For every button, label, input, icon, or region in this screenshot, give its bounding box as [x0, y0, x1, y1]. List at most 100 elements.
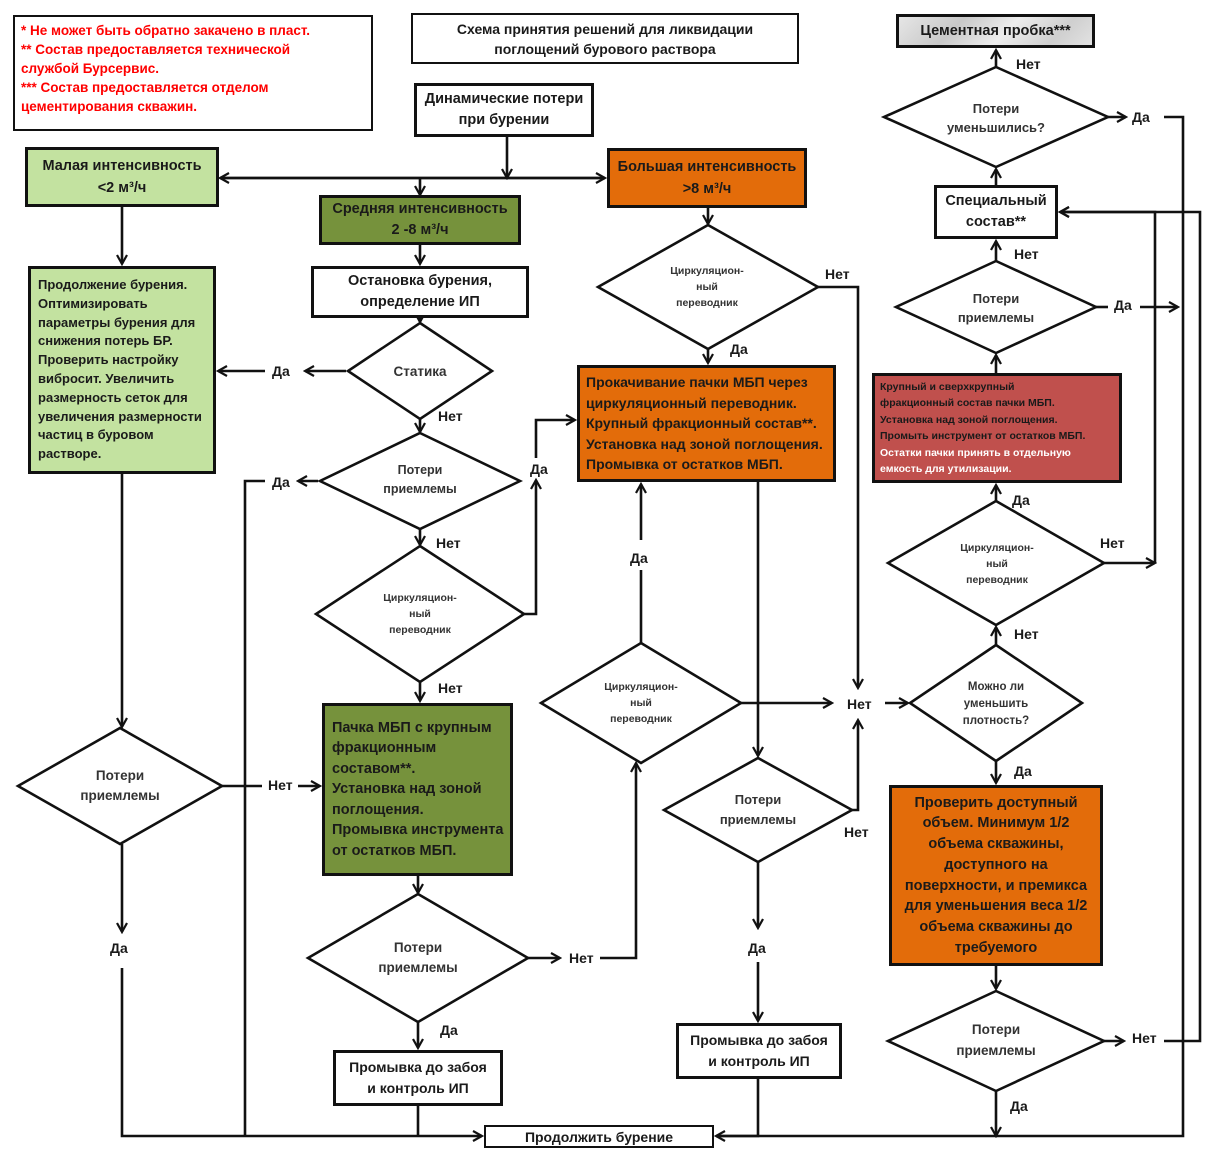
decision-circ-sub-high-2[interactable]: Циркуляцион- ный переводник — [586, 677, 696, 729]
decision-losses-acceptable-1[interactable]: Потери приемлемы — [370, 460, 470, 500]
node-text-highlight: Остатки пачки принять в отдельную — [880, 446, 1071, 459]
node-text: Установка над зоной поглощения. — [586, 435, 823, 452]
node-continue-drilling[interactable]: Продолжить бурение — [484, 1125, 714, 1148]
connector-37 — [716, 1079, 760, 1136]
label-yes: Да — [730, 341, 748, 357]
decision-text: переводник — [389, 624, 451, 636]
decision-losses-acceptable-high[interactable]: Потери приемлемы — [708, 790, 808, 830]
legend-line: службой Бурсервис. — [21, 61, 160, 76]
decision-text: Циркуляцион- — [383, 592, 457, 604]
node-text: Прокачивание пачки МБП через — [586, 374, 808, 391]
node-low-intensity[interactable]: Малая интенсивность <2 м³/ч — [25, 147, 219, 207]
decision-text: Потери — [971, 1022, 1021, 1037]
node-flush-to-bottom-left[interactable]: Промывка до забоя и контроль ИП — [333, 1050, 503, 1106]
title-line: Схема принятия решений для ликвидации — [456, 20, 754, 37]
connector-15 — [534, 420, 575, 458]
decision-text: Можно ли — [967, 680, 1025, 693]
node-text: Крупный и сверхкрупный — [880, 380, 1015, 393]
node-flush-to-bottom-right[interactable]: Промывка до забоя и контроль ИП — [676, 1023, 842, 1079]
decision-text: ный — [409, 608, 431, 620]
label-yes: Да — [748, 940, 766, 956]
connector-14 — [524, 480, 536, 616]
node-text: вибросит. Увеличить — [38, 371, 175, 386]
decision-circ-sub-right[interactable]: Циркуляцион- ный переводник — [942, 538, 1052, 590]
decision-text: Циркуляцион- — [670, 265, 744, 277]
node-continue-drilling-optimize[interactable]: Продолжение бурения. Оптимизировать пара… — [28, 266, 216, 474]
label-no: Нет — [438, 680, 463, 696]
node-text: состав** — [965, 214, 1027, 230]
connector-29 — [818, 285, 858, 688]
node-text: Продолжение бурения. — [38, 277, 188, 293]
label-yes: Да — [272, 474, 290, 490]
node-cement-plug[interactable]: Цементная пробка*** — [896, 14, 1095, 48]
node-check-volume[interactable]: Проверить доступный объем. Минимум 1/2 о… — [889, 785, 1103, 966]
decision-losses-acceptable-right-bottom[interactable]: Потери приемлемы — [946, 1020, 1046, 1060]
node-text-highlight: емкость для утилизации. — [880, 463, 1012, 475]
node-text: объема скважины до — [919, 918, 1073, 935]
diagram-title: Схема принятия решений для ликвидации по… — [411, 13, 799, 64]
node-medium-intensity[interactable]: Средняя интенсивность 2 -8 м³/ч — [319, 195, 521, 245]
connector-21 — [120, 968, 482, 1136]
decision-text: уменьшились? — [947, 120, 1045, 135]
node-text: поглощения. — [332, 801, 424, 818]
decision-text: Потери — [734, 792, 782, 807]
decision-circ-sub-medium[interactable]: Циркуляцион- ный переводник — [365, 588, 475, 640]
node-mbp-coarse[interactable]: Пачка МБП с крупным фракционным составом… — [322, 703, 513, 876]
node-extra-coarse-mbp[interactable]: Крупный и сверхкрупный фракционный соста… — [872, 373, 1122, 483]
decision-text: Потери — [95, 768, 145, 783]
node-text: доступного на — [944, 856, 1048, 873]
decision-static[interactable]: Статика — [370, 358, 470, 386]
label-yes: Да — [110, 940, 128, 956]
node-pump-mbp-circ-sub[interactable]: Прокачивание пачки МБП через циркуляцион… — [577, 365, 836, 482]
label-yes: Да — [1114, 297, 1132, 313]
decision-text: приемлемы — [80, 788, 160, 803]
diamond-losses-acceptable-low — [15, 726, 225, 846]
legend-line: цементирования скважин. — [21, 99, 198, 114]
node-text: поверхности, и премикса — [904, 877, 1088, 894]
decision-text: Циркуляцион- — [604, 681, 678, 693]
node-dynamic-losses[interactable]: Динамические потери при бурении — [414, 83, 594, 137]
label-yes: Да — [1014, 763, 1032, 779]
legend-line: * Не может быть обратно закачено в пласт… — [21, 23, 311, 38]
decision-text: Статика — [393, 364, 447, 379]
node-text: Продолжить бурение — [524, 1128, 674, 1145]
node-text: Проверить настройку — [38, 352, 179, 368]
node-text: фракционным — [332, 740, 437, 757]
decision-circ-sub-high[interactable]: Циркуляцион- ный переводник — [652, 261, 762, 313]
node-text: и контроль ИП — [708, 1053, 810, 1069]
decision-reduce-density[interactable]: Можно ли уменьшить плотность? — [946, 678, 1046, 730]
node-text: и контроль ИП — [367, 1080, 469, 1096]
node-high-intensity[interactable]: Большая интенсивность >8 м³/ч — [607, 148, 807, 208]
decision-losses-acceptable-medium[interactable]: Потери приемлемы — [368, 938, 468, 978]
decision-text: ный — [696, 281, 718, 293]
label-no: Нет — [825, 266, 850, 282]
node-text: определение ИП — [360, 294, 480, 310]
label-no: Нет — [268, 777, 293, 793]
node-text: параметры бурения для — [38, 314, 196, 330]
decision-text: ный — [986, 558, 1008, 570]
connector-51 — [716, 115, 1185, 1138]
node-text: Промывка до забоя — [349, 1059, 487, 1075]
node-stop-drilling[interactable]: Остановка бурения, определение ИП — [311, 266, 529, 318]
label-no: Нет — [1014, 246, 1039, 262]
label-no: Нет — [569, 950, 594, 966]
node-text: Промывка от остатков МБП. — [586, 456, 783, 473]
decision-losses-acceptable-low[interactable]: Потери приемлемы — [70, 766, 170, 806]
node-text: Специальный — [945, 193, 1047, 209]
node-text: циркуляционный переводник. — [586, 394, 797, 411]
decision-text: ный — [630, 697, 652, 709]
node-text: частиц в буровом — [38, 427, 154, 443]
footnote-legend: * Не может быть обратно закачено в пласт… — [13, 15, 373, 131]
node-special-composition[interactable]: Специальный состав** — [934, 185, 1058, 239]
node-text: требуемого — [954, 939, 1038, 956]
node-text: размерность сеток для — [38, 389, 188, 405]
legend-line: *** Состав предоставляется отделом — [21, 80, 269, 95]
node-text: Средняя интенсивность — [332, 201, 508, 217]
decision-losses-acceptable-right-top[interactable]: Потери приемлемы — [946, 288, 1046, 328]
node-text: увеличения размерности — [38, 408, 202, 424]
label-no: Нет — [1100, 535, 1125, 551]
label-no: Нет — [847, 696, 872, 712]
node-text: <2 м³/ч — [97, 180, 147, 196]
decision-losses-reduced[interactable]: Потери уменьшились? — [941, 98, 1051, 138]
